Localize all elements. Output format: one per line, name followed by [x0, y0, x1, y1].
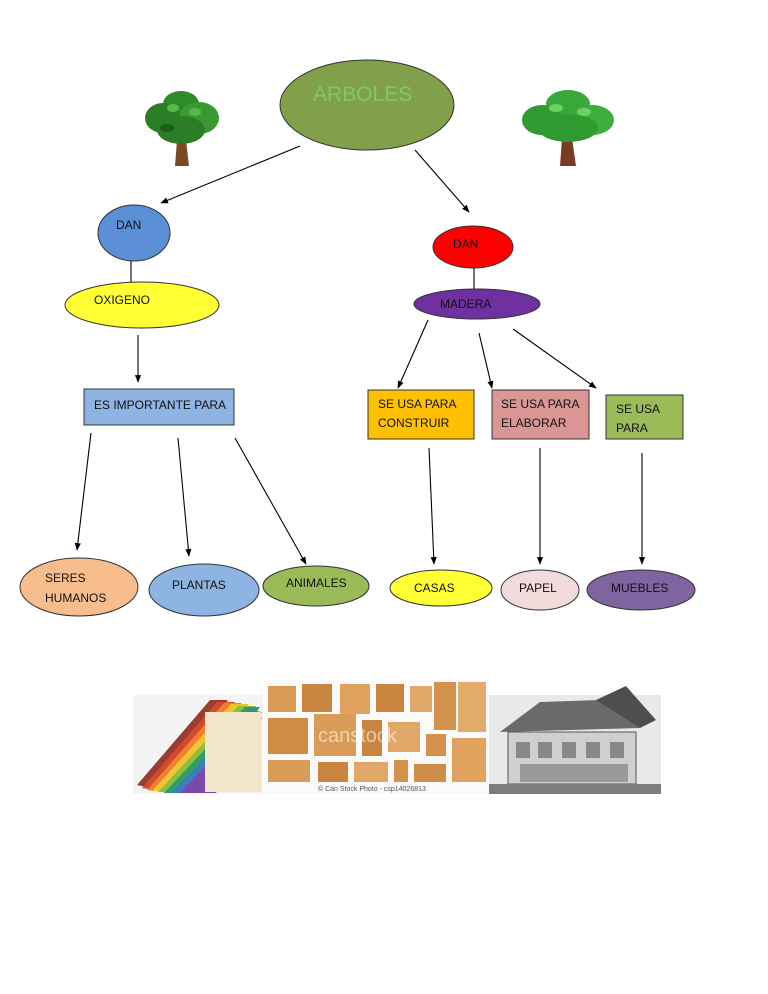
construir-label-line2: CONSTRUIR — [378, 416, 450, 430]
edge-madera-para — [512, 328, 597, 389]
para-node: SE USA PARA — [605, 394, 684, 440]
watermark-text: canstock — [318, 725, 398, 747]
edge-construir-casas — [428, 447, 437, 565]
photo-strip: canstock © Can Stock Photo - csp14026813 — [133, 680, 661, 794]
furniture-icon: canstock © Can Stock Photo - csp14026813 — [264, 680, 489, 794]
dan-right-node: DAN — [432, 225, 514, 269]
animales-label: ANIMALES — [286, 576, 347, 590]
plantas-label: PLANTAS — [172, 578, 226, 592]
paper-stack-icon — [133, 695, 263, 794]
house-icon — [489, 686, 661, 794]
oxigeno-node: OXIGENO — [64, 281, 220, 329]
elaborar-node: SE USA PARA ELABORAR — [491, 389, 590, 440]
photo-caption: © Can Stock Photo - csp14026813 — [318, 785, 426, 793]
tree-icon — [145, 91, 219, 166]
edge-arboles-dan-left — [160, 145, 301, 204]
edge-arboles-dan-right — [414, 149, 470, 213]
edge-importante-seres — [74, 432, 92, 551]
para-label-line2: PARA — [616, 421, 648, 435]
muebles-label: MUEBLES — [611, 581, 668, 595]
construir-node: SE USA PARA CONSTRUIR — [367, 389, 475, 440]
edge-importante-animales — [234, 437, 307, 565]
madera-label: MADERA — [440, 297, 491, 311]
madera-node: MADERA — [413, 288, 541, 320]
elaborar-label-line2: ELABORAR — [501, 416, 567, 430]
edge-importante-plantas — [177, 437, 192, 557]
edge-madera-elaborar — [478, 332, 494, 389]
dan-left-node: DAN — [97, 204, 171, 262]
oxigeno-label: OXIGENO — [94, 293, 150, 307]
dan-right-label: DAN — [453, 237, 478, 251]
papel-node: PAPEL — [500, 569, 580, 611]
casas-node: CASAS — [389, 569, 493, 607]
edge-madera-construir — [397, 319, 429, 389]
muebles-node: MUEBLES — [586, 569, 696, 611]
para-label-line1: SE USA — [616, 402, 660, 416]
casas-label: CASAS — [414, 581, 455, 595]
construir-label-line1: SE USA PARA — [378, 397, 456, 411]
tree-icon — [522, 90, 614, 166]
seres-humanos-label-line1: SERES — [45, 571, 86, 585]
arboles-node: ARBOLES — [279, 59, 455, 151]
papel-label: PAPEL — [519, 581, 557, 595]
arboles-label: ARBOLES — [313, 83, 412, 106]
es-importante-label: ES IMPORTANTE PARA — [94, 398, 226, 412]
animales-node: ANIMALES — [262, 565, 370, 607]
es-importante-node: ES IMPORTANTE PARA — [83, 388, 235, 426]
seres-humanos-node: SERES HUMANOS — [19, 557, 139, 617]
plantas-node: PLANTAS — [148, 563, 260, 617]
dan-left-label: DAN — [116, 218, 141, 232]
elaborar-label-line1: SE USA PARA — [501, 397, 579, 411]
seres-humanos-label-line2: HUMANOS — [45, 591, 106, 605]
